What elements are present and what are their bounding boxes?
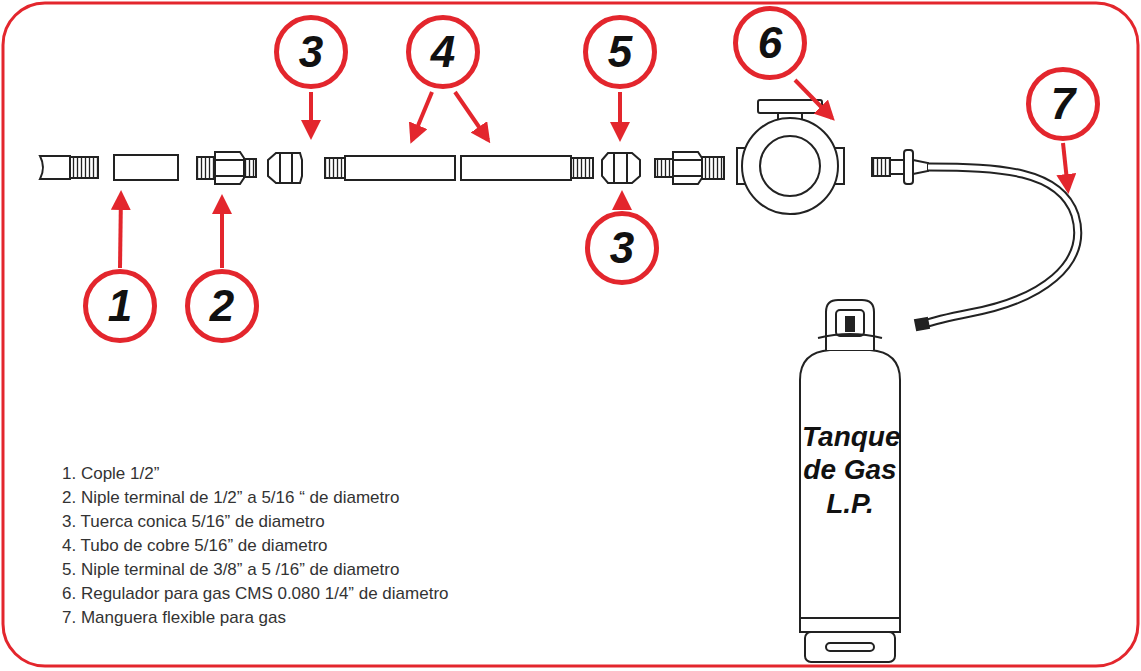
callout-text: 7 <box>1051 82 1075 126</box>
parts-list-item: 1. Cople 1/2” <box>62 464 159 484</box>
callout-number: 6 <box>733 6 807 80</box>
callout-number: 5 <box>583 15 657 89</box>
callout-text: 1 <box>108 284 132 328</box>
parts-list-item: 3. Tuerca conica 5/16” de diametro <box>62 512 325 532</box>
parts-list-item: 4. Tubo de cobre 5/16” de diametro <box>62 536 328 556</box>
callout-text: 4 <box>431 30 455 74</box>
callout-number: 3 <box>585 211 659 285</box>
callout-text: 5 <box>608 30 632 74</box>
parts-list-item: 7. Manguera flexible para gas <box>62 608 286 628</box>
parts-list-item: 6. Regulador para gas CMS 0.080 1/4” de … <box>62 584 449 604</box>
callout-text: 2 <box>210 284 234 328</box>
callout-number: 3 <box>274 15 348 89</box>
parts-list-item: 5. Niple terminal de 3/8” a 5 /16” de di… <box>62 560 399 580</box>
callout-text: 6 <box>758 21 782 65</box>
callout-number: 7 <box>1026 67 1100 141</box>
callout-text: 3 <box>299 30 323 74</box>
callout-number: 4 <box>406 15 480 89</box>
parts-list-item: 2. Niple terminal de 1/2” a 5/16 “ de di… <box>62 488 399 508</box>
callout-text: 3 <box>610 226 634 270</box>
callout-number: 1 <box>83 269 157 343</box>
tank-label: Tanque de Gas L.P. <box>802 420 898 521</box>
callout-number: 2 <box>185 269 259 343</box>
tank-text: Tanque de Gas L.P. <box>802 420 898 521</box>
